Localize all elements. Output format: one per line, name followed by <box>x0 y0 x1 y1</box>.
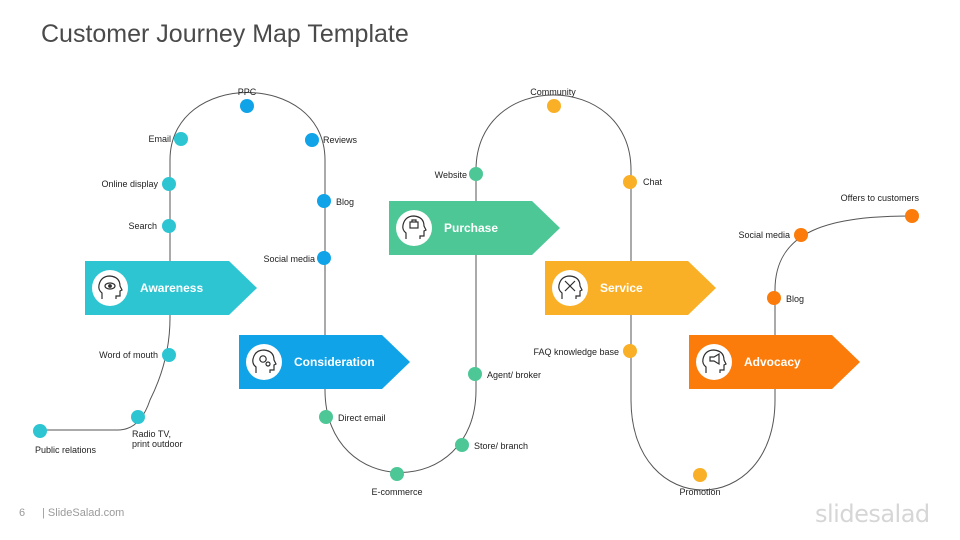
megaphone-head-icon <box>702 349 727 373</box>
touchpoint-dot <box>162 219 176 233</box>
touchpoint-label: Direct email <box>338 413 386 423</box>
touchpoint-label: Community <box>530 87 576 97</box>
stage-arrow-awareness <box>85 261 257 315</box>
touchpoint-dot <box>794 228 808 242</box>
stage-arrow-service <box>545 261 716 315</box>
touchpoint-label: Blog <box>786 294 804 304</box>
journey-path <box>40 92 913 491</box>
touchpoint-label: PPC <box>238 87 257 97</box>
touchpoint-dot <box>131 410 145 424</box>
stage-label-purchase: Purchase <box>444 221 498 235</box>
stage-label-service: Service <box>600 281 643 295</box>
touchpoint-dot <box>905 209 919 223</box>
cart-head-icon <box>402 215 427 239</box>
touchpoint-dot <box>390 467 404 481</box>
touchpoint-dot <box>693 468 707 482</box>
touchpoint-dot <box>319 410 333 424</box>
touchpoint-dot <box>162 177 176 191</box>
page-number: 6 <box>19 507 26 519</box>
stage-purchase: Purchase <box>389 201 560 255</box>
touchpoint-label: Radio TV, <box>132 429 171 439</box>
touchpoint-labels: Public relations Radio TV, print outdoor… <box>35 87 919 497</box>
stage-icon-circle-awareness <box>92 270 128 306</box>
touchpoint-dot <box>174 132 188 146</box>
touchpoint-dot <box>455 438 469 452</box>
touchpoint-label: Social media <box>738 230 790 240</box>
touchpoint-dot <box>162 348 176 362</box>
touchpoint-dot <box>305 133 319 147</box>
touchpoint-label: Blog <box>336 197 354 207</box>
touchpoint-dot <box>33 424 47 438</box>
touchpoint-label: Social media <box>263 254 315 264</box>
touchpoint-label: E-commerce <box>371 487 422 497</box>
touchpoint-dot <box>547 99 561 113</box>
touchpoint-label: Store/ branch <box>474 441 528 451</box>
touchpoint-label: Agent/ broker <box>487 370 541 380</box>
touchpoint-label: FAQ knowledge base <box>533 347 619 357</box>
tools-head-icon <box>558 275 583 299</box>
stage-awareness: Awareness <box>85 261 257 315</box>
touchpoint-dots <box>33 99 919 482</box>
slidesalad-logo: slidesalad <box>815 500 930 528</box>
touchpoint-dot <box>623 175 637 189</box>
page-title: Customer Journey Map Template <box>41 20 409 48</box>
gears-head-icon <box>252 349 277 373</box>
touchpoint-dot <box>469 167 483 181</box>
stage-consideration: Consideration <box>239 335 410 389</box>
touchpoint-label: Search <box>128 221 157 231</box>
touchpoint-dot <box>240 99 254 113</box>
stage-icon-circle-service <box>552 270 588 306</box>
stage-arrow-advocacy <box>689 335 860 389</box>
touchpoint-label: Chat <box>643 177 663 187</box>
stage-label-advocacy: Advocacy <box>744 355 801 369</box>
stage-icon-circle-advocacy <box>696 344 732 380</box>
touchpoint-dot <box>623 344 637 358</box>
stage-label-awareness: Awareness <box>140 281 203 295</box>
touchpoint-dot <box>767 291 781 305</box>
eye-head-icon <box>98 275 123 299</box>
stage-label-consideration: Consideration <box>294 355 375 369</box>
touchpoint-label: Website <box>435 170 467 180</box>
touchpoint-label: print outdoor <box>132 439 183 449</box>
touchpoint-label: Online display <box>101 179 158 189</box>
touchpoint-label: Offers to customers <box>841 193 920 203</box>
footer-site-link[interactable]: | SlideSalad.com <box>42 507 125 519</box>
stage-service: Service <box>545 261 716 315</box>
touchpoint-label: Public relations <box>35 445 97 455</box>
touchpoint-label: Word of mouth <box>99 350 158 360</box>
touchpoint-label: Reviews <box>323 135 358 145</box>
touchpoint-label: Promotion <box>679 487 720 497</box>
stage-advocacy: Advocacy <box>689 335 860 389</box>
touchpoint-label: Email <box>148 134 171 144</box>
touchpoint-dot <box>317 194 331 208</box>
stage-arrow-consideration <box>239 335 410 389</box>
touchpoint-dot <box>468 367 482 381</box>
touchpoint-dot <box>317 251 331 265</box>
stage-arrow-purchase <box>389 201 560 255</box>
